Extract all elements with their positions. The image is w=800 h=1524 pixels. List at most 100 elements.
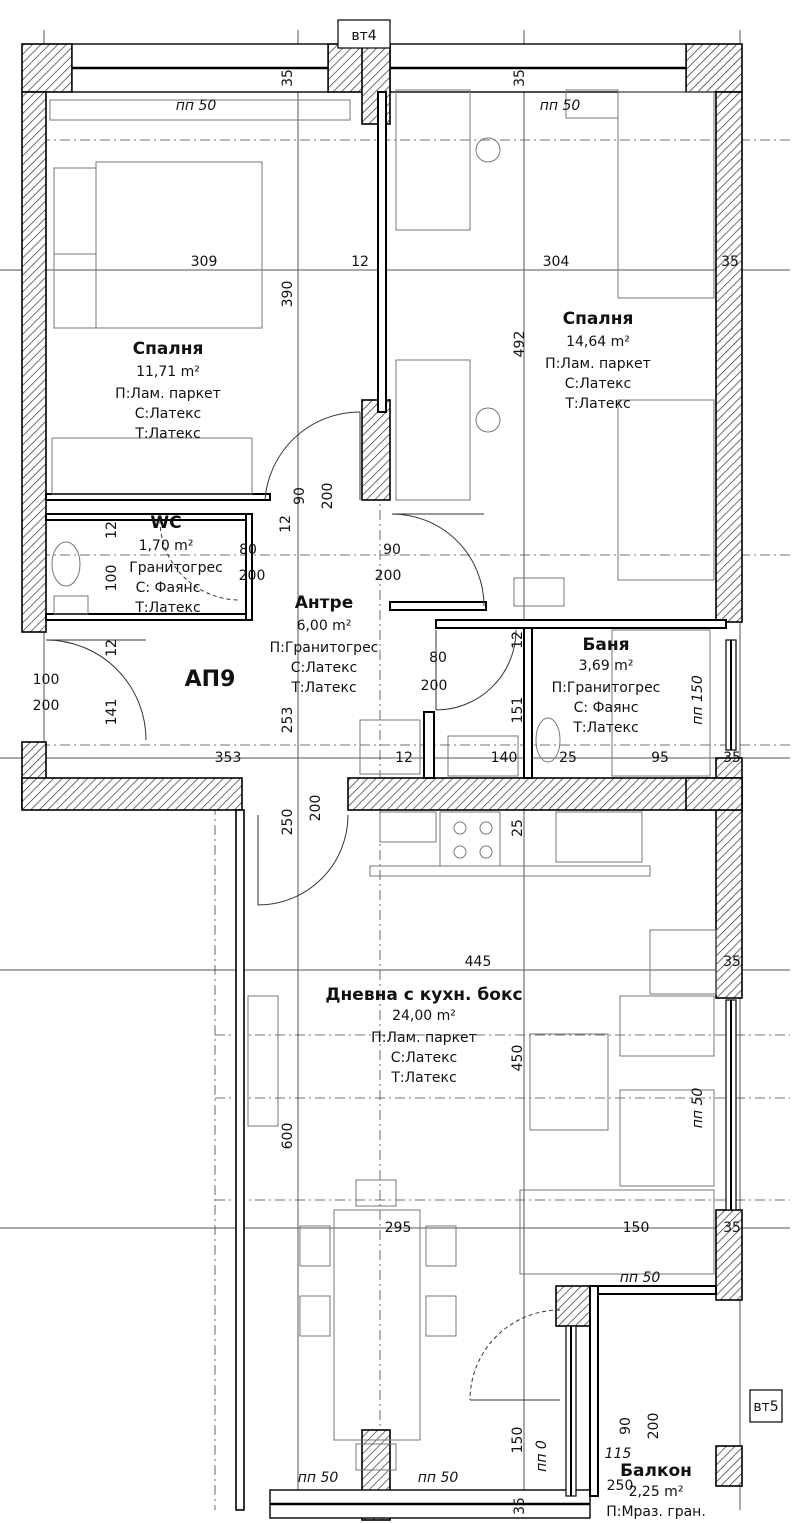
- room-ceiling: Т:Латекс: [572, 720, 638, 736]
- dimension-label: 12: [351, 254, 369, 270]
- room-walls: С:Латекс: [565, 376, 632, 392]
- dimension-label: 200: [375, 568, 402, 584]
- room-title: Спалня: [563, 309, 634, 329]
- room-balcony: Балкон 2,25 m² П:Мраз. гран.: [606, 1461, 706, 1520]
- dimension-label: 200: [308, 795, 324, 822]
- room-hall: Антре 6,00 m² П:Гранитогрес С:Латекс Т:Л…: [270, 593, 379, 696]
- apartment-label: АП9: [185, 667, 236, 692]
- dimension-label: 25: [559, 750, 577, 766]
- room-floor: П:Лам. паркет: [545, 356, 651, 372]
- dimension-label: пп 50: [540, 98, 581, 114]
- room-bedroom2: Спалня 14,64 m² П:Лам. паркет С:Латекс Т…: [545, 309, 651, 412]
- dimension-label: 200: [646, 1413, 662, 1440]
- room-area: 11,71 m²: [136, 364, 200, 380]
- dimension-label: 35: [280, 69, 296, 87]
- dimension-label: 35: [723, 954, 741, 970]
- dimension-label: пп 50: [690, 1088, 706, 1129]
- room-floor: П:Гранитогрес: [270, 640, 379, 656]
- room-ceiling: Т:Латекс: [134, 600, 200, 616]
- vertical-marker-right-label: вт5: [753, 1399, 778, 1415]
- room-area: 14,64 m²: [566, 334, 630, 350]
- vertical-marker-top-label: вт4: [351, 28, 376, 44]
- dimension-label: 140: [491, 750, 518, 766]
- room-floor: П:Лам. паркет: [115, 386, 221, 402]
- dimension-label: 253: [280, 707, 296, 734]
- dimension-label: 390: [280, 281, 296, 308]
- dimension-label: 35: [723, 750, 741, 766]
- room-title: Баня: [582, 635, 629, 655]
- vertical-marker-right: вт5: [749, 1389, 783, 1423]
- room-bath: Баня 3,69 m² П:Гранитогрес С: Фаянс Т:Ла…: [552, 635, 661, 736]
- dimension-label: 100: [33, 672, 60, 688]
- dimension-label: 309: [191, 254, 218, 270]
- dimension-label: 150: [623, 1220, 650, 1236]
- vertical-marker-top: вт4: [337, 19, 391, 49]
- dimension-label: 450: [510, 1045, 526, 1072]
- room-wc: WC 1,70 m² Гранитогрес С: Фаянс Т:Латекс: [129, 513, 223, 616]
- dimension-label: 250: [607, 1478, 634, 1494]
- dimension-label: 492: [512, 331, 528, 358]
- dimension-label: 80: [239, 542, 257, 558]
- dimension-label: пп 50: [176, 98, 217, 114]
- dimension-label: 200: [320, 483, 336, 510]
- room-walls: С:Латекс: [291, 660, 358, 676]
- dimension-label: 80: [429, 650, 447, 666]
- interior-walls: [45, 91, 727, 1497]
- room-floor: Гранитогрес: [129, 560, 223, 576]
- dimension-label: 200: [421, 678, 448, 694]
- room-title: Антре: [295, 593, 353, 613]
- dimension-label: 35: [512, 69, 528, 87]
- room-floor: П:Мраз. гран.: [606, 1504, 706, 1520]
- dimension-label: 90: [383, 542, 401, 558]
- room-title: Спалня: [133, 339, 204, 359]
- dimension-label: пп 50: [298, 1470, 339, 1486]
- room-area: 1,70 m²: [139, 538, 194, 554]
- dimension-label: 353: [215, 750, 242, 766]
- dimensions: 35 35 пп 50 пп 50 309 12 304 35 390 492 …: [33, 69, 741, 1515]
- dimension-label: 12: [395, 750, 413, 766]
- room-walls: С: Фаянс: [136, 580, 201, 596]
- room-bedroom1: Спалня 11,71 m² П:Лам. паркет С:Латекс Т…: [115, 339, 221, 442]
- room-area: 3,69 m²: [579, 658, 634, 674]
- dimension-label: 35: [512, 1497, 528, 1515]
- room-area: 2,25 m²: [629, 1484, 684, 1500]
- dimension-label: 90: [618, 1417, 634, 1435]
- room-walls: С: Фаянс: [574, 700, 639, 716]
- doors: [45, 411, 561, 1401]
- room-ceiling: Т:Латекс: [134, 426, 200, 442]
- dimension-label: 12: [278, 515, 294, 533]
- room-ceiling: Т:Латекс: [564, 396, 630, 412]
- room-living: Дневна с кухн. бокс 24,00 m² П:Лам. парк…: [325, 985, 522, 1086]
- room-floor: П:Гранитогрес: [552, 680, 661, 696]
- room-walls: С:Латекс: [391, 1050, 458, 1066]
- furniture: [49, 89, 717, 1471]
- room-ceiling: Т:Латекс: [290, 680, 356, 696]
- dimension-label: 90: [292, 487, 308, 505]
- dimension-label: 35: [723, 1220, 741, 1236]
- room-floor: П:Лам. паркет: [371, 1030, 477, 1046]
- dimension-label: пп 150: [690, 675, 706, 725]
- dimension-label: 150: [510, 1427, 526, 1454]
- dimension-label: 25: [510, 819, 526, 837]
- dimension-label: пп 0: [534, 1440, 550, 1472]
- dimension-label: 115: [605, 1446, 632, 1462]
- dimension-label: 304: [543, 254, 570, 270]
- room-area: 6,00 m²: [297, 618, 352, 634]
- windows: [565, 639, 737, 1497]
- room-title: Балкон: [620, 1461, 692, 1481]
- room-area: 24,00 m²: [392, 1008, 456, 1024]
- dimension-label: 295: [385, 1220, 412, 1236]
- dimension-label: 200: [33, 698, 60, 714]
- dimension-label: 600: [280, 1123, 296, 1150]
- room-walls: С:Латекс: [135, 406, 202, 422]
- dimension-label: 95: [651, 750, 669, 766]
- dimension-label: 151: [510, 697, 526, 724]
- dimension-label: 12: [104, 639, 120, 657]
- dimension-label: 200: [239, 568, 266, 584]
- dimension-label: 250: [280, 809, 296, 836]
- dimension-label: 100: [104, 565, 120, 592]
- dimension-label: пп 50: [620, 1270, 661, 1286]
- dimension-label: пп 50: [418, 1470, 459, 1486]
- room-title: WC: [150, 513, 181, 533]
